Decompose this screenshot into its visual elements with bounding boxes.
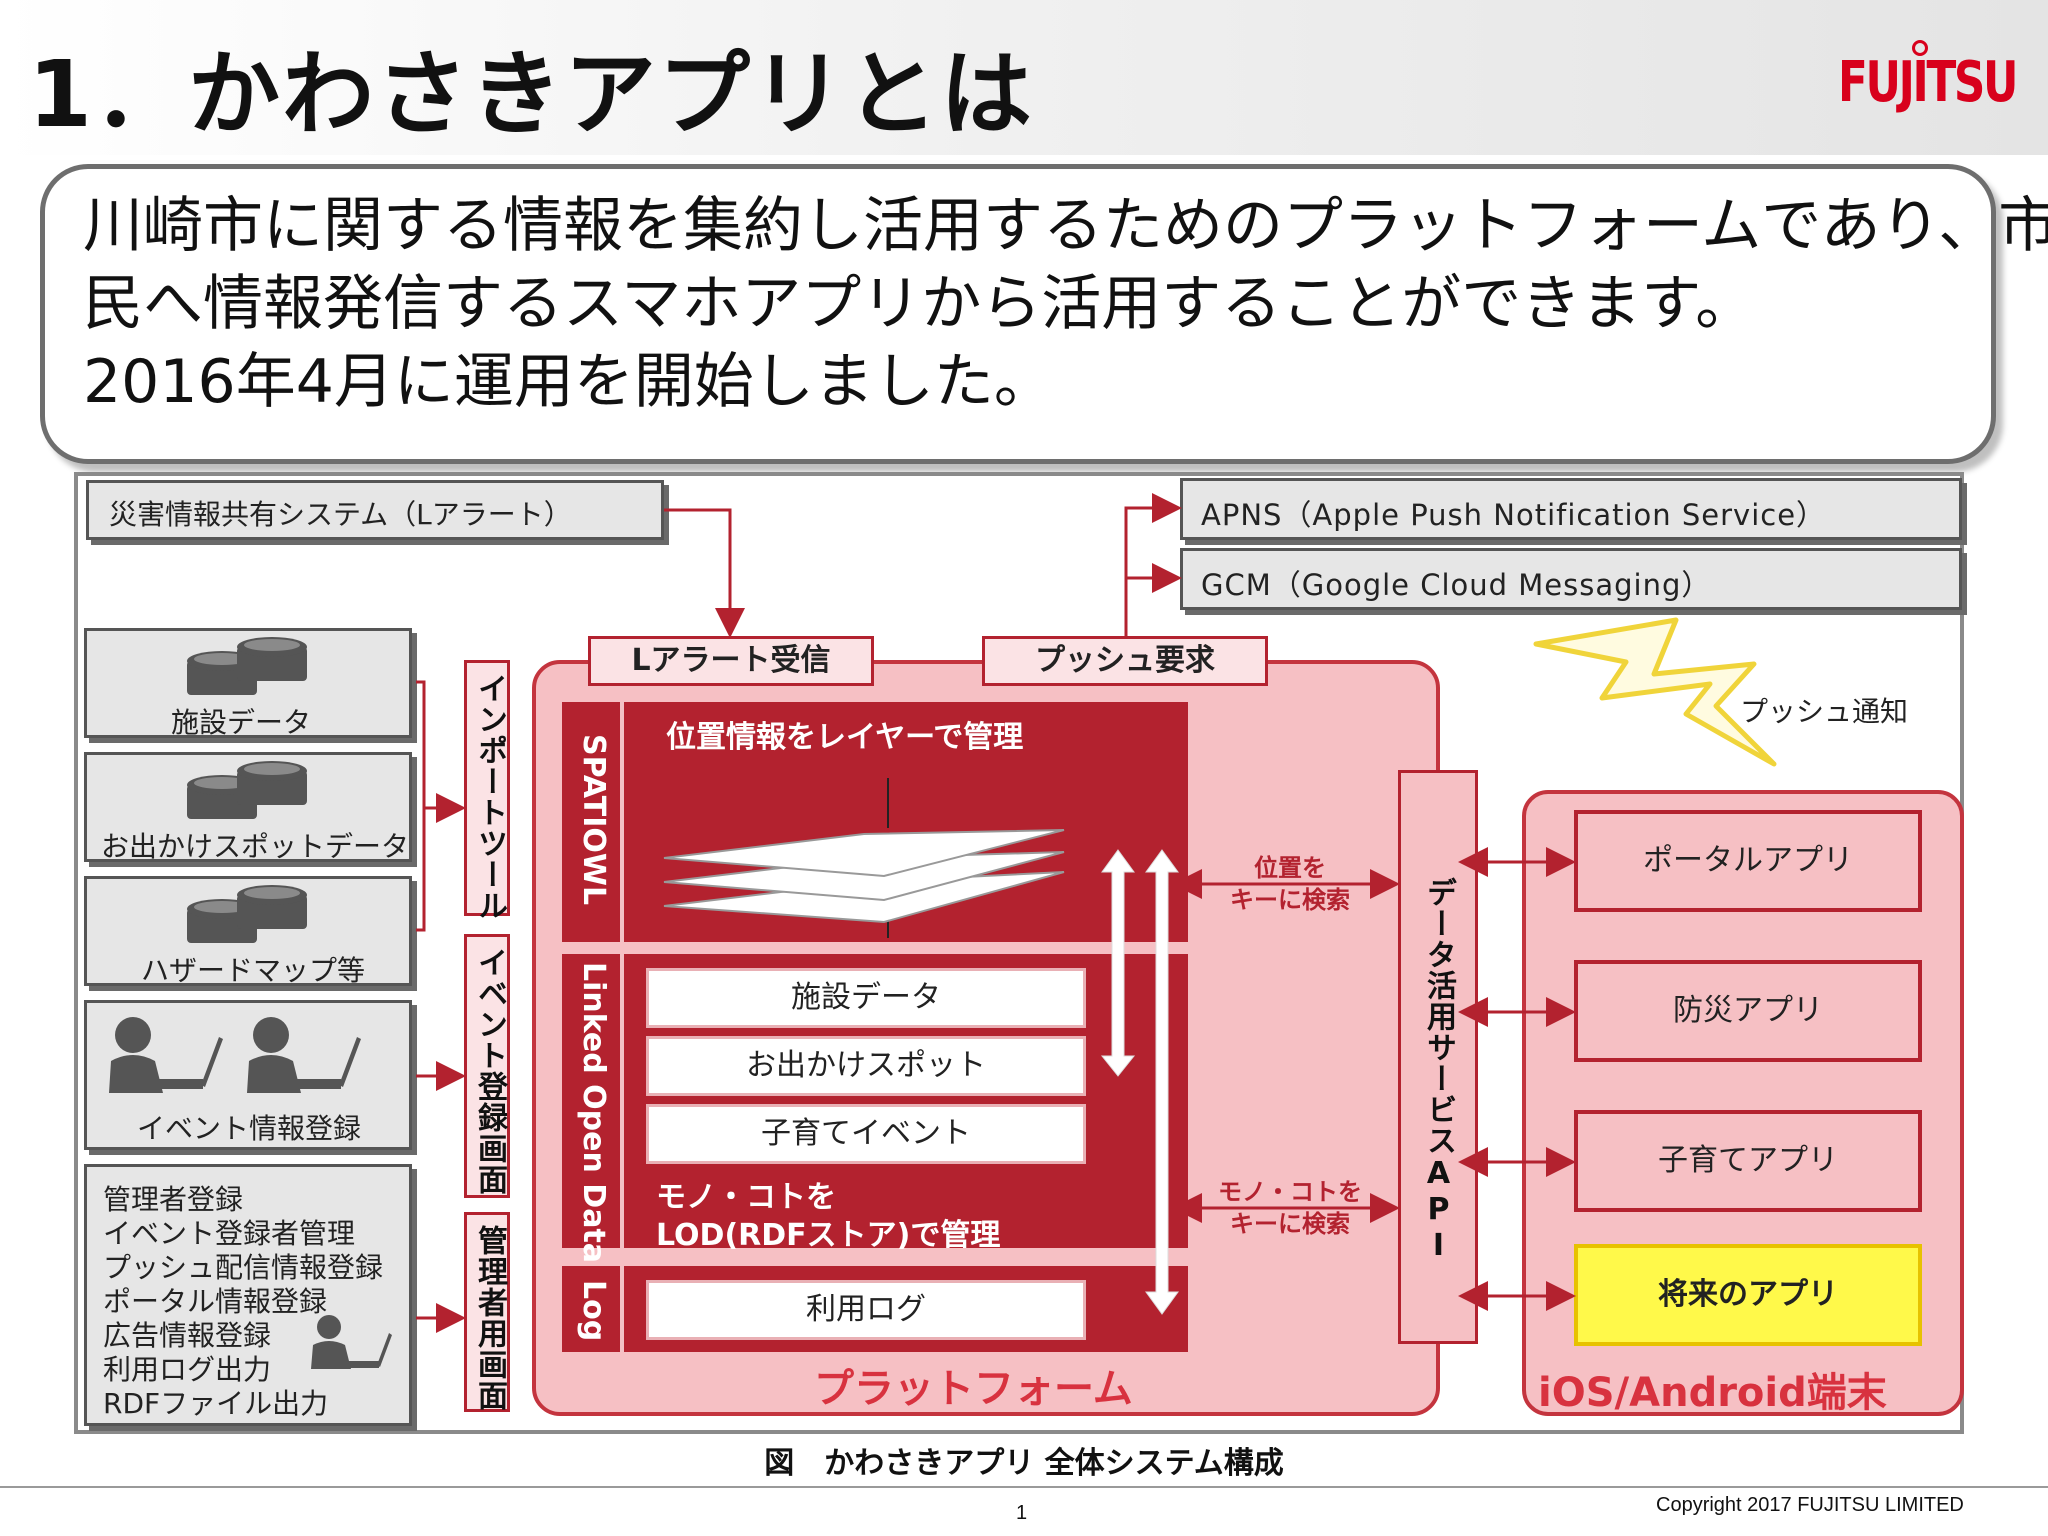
push-notification-label: プッシュ通知 <box>1740 695 1909 728</box>
event-screen-label: イベント登録画面 <box>472 947 507 1195</box>
admin-user-icon <box>311 1315 392 1369</box>
page-number: 1 <box>1016 1502 1028 1524</box>
database-icon <box>187 761 307 819</box>
intro-line-2: 民へ情報発信するスマホアプリから活用することができます。 <box>83 269 1756 339</box>
admin-screen-label: 管理者用画面 <box>472 1225 507 1411</box>
database-icon <box>187 637 307 695</box>
spatiowl-tab: SPATIOWL <box>562 702 624 942</box>
log-item: 利用ログ <box>646 1280 1086 1340</box>
admin-item: 広告情報登録 <box>103 1319 272 1352</box>
spatiowl-title: 位置情報をレイヤーで管理 <box>666 720 1024 755</box>
hazard-map-box: ハザードマップ等 <box>84 876 412 987</box>
spatiowl-panel: 位置情報をレイヤーで管理 <box>624 702 1188 942</box>
gcm-box: GCM（Google Cloud Messaging） <box>1180 548 1962 610</box>
admin-item: 利用ログ出力 <box>103 1353 272 1386</box>
lod-caption-line2: LOD(RDFストア)で管理 <box>656 1218 1001 1253</box>
spatiowl-label: SPATIOWL <box>576 734 611 906</box>
footer-divider <box>0 1486 2048 1488</box>
admin-item: プッシュ配信情報登録 <box>103 1251 384 1284</box>
lod-panel: 施設データ お出かけスポット 子育てイベント モノ・コトを LOD(RDFストア… <box>624 954 1188 1253</box>
outing-spot-data-label: お出かけスポットデータ <box>101 830 410 863</box>
admin-item: 管理者登録 <box>103 1183 244 1216</box>
lalert-receive-tab: Lアラート受信 <box>588 636 874 686</box>
lod-item-facility: 施設データ <box>646 968 1086 1028</box>
fujitsu-logo: FUJITSU <box>1838 50 2019 115</box>
import-tool-label: インポートツール <box>472 673 507 921</box>
event-registration-box: イベント情報登録 <box>84 1000 412 1150</box>
lod-label: Linked Open Data <box>576 962 611 1264</box>
log-tab: Log <box>562 1266 624 1352</box>
database-icon <box>187 885 307 943</box>
disaster-app-box: 防災アプリ <box>1574 960 1922 1062</box>
outing-spot-data-box: お出かけスポットデータ <box>84 752 412 863</box>
devices-label: iOS/Android端末 <box>1538 1370 1887 1416</box>
intro-line-3: 2016年4月に運用を開始しました。 <box>83 347 1054 417</box>
future-app-box: 将来のアプリ <box>1574 1244 1922 1346</box>
page-title: 1．かわさきアプリとは <box>28 41 1035 148</box>
event-registration-label: イベント情報登録 <box>137 1112 362 1145</box>
push-request-tab: プッシュ要求 <box>982 636 1268 686</box>
intro-box: 川崎市に関する情報を集約し活用するためのプラットフォームであり、市 民へ情報発信… <box>40 164 2048 464</box>
portal-app-box: ポータルアプリ <box>1574 810 1922 912</box>
logo-dot <box>1912 40 1928 56</box>
lalert-system-label: 災害情報共有システム（Lアラート） <box>109 498 572 531</box>
intro-line-1: 川崎市に関する情報を集約し活用するためのプラットフォームであり、市 <box>83 191 2048 261</box>
admin-item: ポータル情報登録 <box>103 1285 328 1318</box>
header-band <box>0 0 2048 155</box>
lightning-icon <box>1533 617 1777 767</box>
facility-data-box: 施設データ <box>84 628 412 739</box>
lod-item-outing: お出かけスポット <box>646 1036 1086 1096</box>
event-screen-tab: イベント登録画面 <box>464 934 510 1198</box>
data-service-api-label: データ活用サービスAPI <box>1421 877 1456 1264</box>
figure-caption: 図 かわさきアプリ 全体システム構成 <box>764 1446 1284 1481</box>
layers-icon <box>663 778 1065 938</box>
hazard-map-label: ハザードマップ等 <box>141 954 366 987</box>
lalert-system-box: 災害情報共有システム（Lアラート） <box>86 480 664 540</box>
admin-box: 管理者登録 イベント登録者管理 プッシュ配信情報登録 ポータル情報登録 広告情報… <box>84 1164 412 1426</box>
gcm-label: GCM（Google Cloud Messaging） <box>1201 568 1712 602</box>
admin-item: イベント登録者管理 <box>103 1217 356 1250</box>
copyright: Copyright 2017 FUJITSU LIMITED <box>1656 1494 1964 1516</box>
log-label: Log <box>576 1280 611 1342</box>
childcare-app-box: 子育てアプリ <box>1574 1110 1922 1212</box>
admin-item: RDFファイル出力 <box>103 1387 329 1420</box>
platform-label: プラットフォーム <box>814 1366 1133 1412</box>
apns-label: APNS（Apple Push Notification Service） <box>1201 498 1827 532</box>
lod-caption-line1: モノ・コトを <box>656 1180 836 1215</box>
log-panel: 利用ログ <box>624 1266 1188 1352</box>
facility-data-label: 施設データ <box>171 706 312 739</box>
lod-item-childcare: 子育てイベント <box>646 1104 1086 1164</box>
import-tool-tab: インポートツール <box>464 660 510 921</box>
users-at-desk-icon <box>109 1017 361 1093</box>
apns-box: APNS（Apple Push Notification Service） <box>1180 478 1962 540</box>
lod-tab: Linked Open Data <box>562 954 624 1263</box>
